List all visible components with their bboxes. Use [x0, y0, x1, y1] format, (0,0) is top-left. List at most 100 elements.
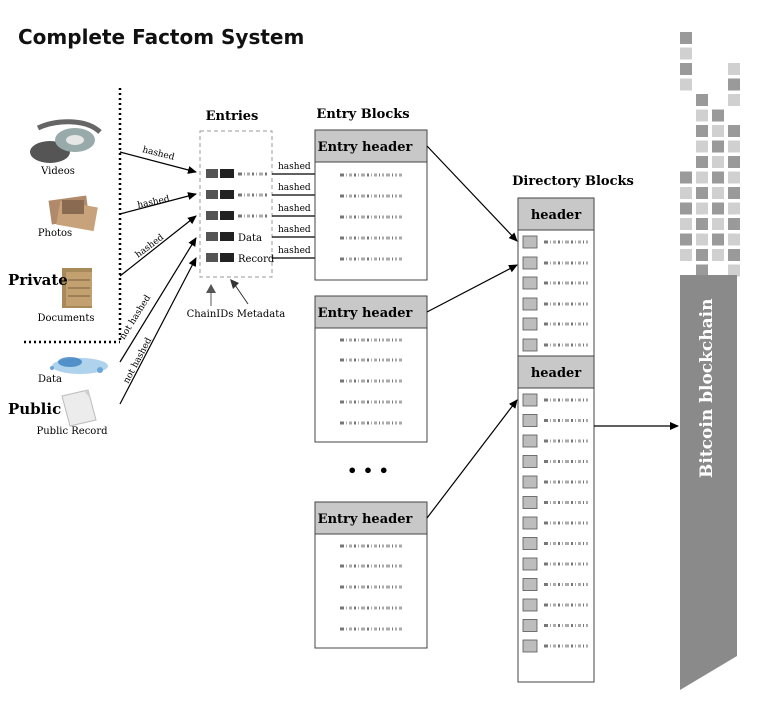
directory-row-square-icon: [522, 317, 538, 331]
directory-row-content: [544, 583, 588, 586]
entry-line: [340, 400, 402, 404]
directory-row: [522, 414, 588, 427]
entry-to-directory-arrows: [426, 145, 518, 519]
hash-arrow-label: hashed: [278, 225, 311, 235]
directory-row-content: [544, 562, 588, 566]
directory-row: [522, 598, 588, 612]
entry-block-1-header-label: Entry header: [318, 140, 413, 155]
directory-row-square-icon: [522, 475, 538, 489]
blockchain-pixel-squares: [680, 32, 740, 277]
arrow-label-hashed-documents: hashed: [134, 233, 166, 261]
arrow-label-hashed-photos: hashed: [137, 194, 171, 211]
directory-row-content: [544, 624, 588, 627]
directory-row-content: [544, 460, 588, 463]
directory-row-square-icon: [522, 619, 538, 632]
entry-blocks-column-header: Entry Blocks: [316, 107, 409, 122]
directory-row: [522, 619, 588, 632]
pixel-square: [696, 94, 708, 106]
chainid-chip-icon: [206, 253, 218, 262]
directory-row-square-icon: [522, 516, 538, 530]
directory-block-1-header: [517, 197, 595, 231]
directory-row: [522, 475, 588, 489]
pixel-square: [696, 171, 708, 184]
hash-arrow-label: hashed: [278, 183, 311, 193]
pixel-square: [680, 233, 692, 246]
pixel-square: [728, 140, 740, 153]
directory-row-square-icon: [522, 393, 538, 407]
pixel-square: [728, 218, 740, 230]
directory-row-content: [544, 398, 588, 402]
pixel-square: [728, 249, 740, 261]
bitcoin-blockchain-label: Bitcoin blockchain: [697, 299, 717, 478]
chainid-chip-icon: [206, 169, 218, 178]
pixel-square: [728, 171, 740, 184]
pixel-square: [712, 125, 724, 137]
entry-row: [206, 211, 267, 220]
directory-row-square-icon: [522, 537, 538, 550]
entry-block-1-header: [314, 129, 428, 163]
directory-row-content: [544, 644, 588, 648]
pixel-square: [712, 218, 724, 230]
entry-line: [340, 173, 402, 177]
directory-row-content: [544, 343, 588, 347]
directory-block-2-header-label: header: [531, 366, 582, 381]
entry-block-3-header: [314, 501, 428, 535]
entry-line: [340, 606, 402, 610]
pixel-square: [696, 233, 708, 246]
pixel-square: [680, 249, 692, 261]
pixel-square: [728, 187, 740, 199]
directory-row: [522, 338, 588, 352]
pixel-square: [728, 78, 740, 91]
entry-row: [206, 169, 267, 178]
metadata-chip-icon: [220, 169, 234, 178]
pixel-square: [712, 249, 724, 261]
directory-row-content: [544, 542, 588, 545]
arrow-label-hashed-videos: hashed: [141, 145, 175, 163]
entry-line: [340, 627, 402, 631]
pixel-square: [728, 125, 740, 137]
entry-line: [340, 564, 402, 568]
entry-row: [206, 190, 267, 199]
directory-row: [522, 434, 588, 448]
directory-row-square-icon: [522, 557, 538, 571]
entry-row-content: [238, 214, 267, 218]
entry-block-3: Entry header: [314, 501, 428, 649]
pixel-square: [728, 156, 740, 168]
hash-arrow-label: hashed: [278, 204, 311, 214]
directory-row-square-icon: [522, 414, 538, 427]
directory-row-square-icon: [522, 578, 538, 591]
directory-row-content: [544, 521, 588, 525]
entries-dashed-box: [199, 130, 273, 278]
bitcoin-blockchain-bar: Bitcoin blockchain: [680, 275, 737, 690]
pixel-square: [712, 140, 724, 153]
metadata-pointer-icon: [230, 279, 239, 289]
entry-row-content: [238, 172, 267, 176]
entry-line: [340, 358, 402, 362]
directory-row: [522, 276, 588, 290]
directory-row-content: [544, 419, 588, 422]
directory-row-square-icon: [522, 639, 538, 653]
group-label-public: Public: [8, 400, 61, 418]
annotation-metadata: Metadata: [237, 309, 286, 320]
pixel-square: [696, 249, 708, 261]
directory-row-content: [544, 240, 588, 244]
pixel-square: [696, 187, 708, 199]
directory-row-square-icon: [522, 434, 538, 448]
pixel-square: [712, 109, 724, 122]
entries-column-header: Entries: [206, 109, 259, 124]
pixel-square: [680, 78, 692, 91]
source-label-public-record: Public Record: [37, 426, 109, 437]
entry-line: [340, 379, 402, 383]
pixel-square: [712, 187, 724, 199]
directory-row-content: [544, 302, 588, 306]
directory-row-square-icon: [522, 496, 538, 509]
entry-row-label-record: Record: [238, 254, 275, 265]
entry-block-content-lines: [340, 173, 402, 631]
pixel-square: [696, 264, 708, 277]
directory-row: [522, 537, 588, 550]
pixel-square: [712, 202, 724, 215]
directory-row: [522, 317, 588, 331]
photos-icon: [48, 195, 98, 232]
documents-icon: [62, 268, 92, 308]
